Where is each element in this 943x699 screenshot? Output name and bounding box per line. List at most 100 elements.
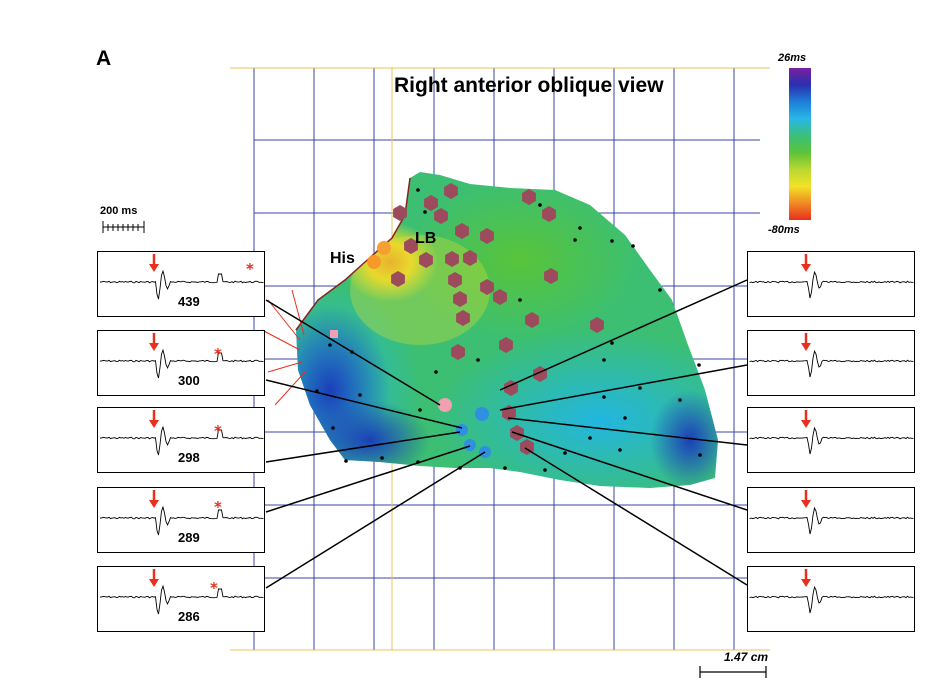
electrogram-panel-left: * 439 xyxy=(97,251,265,317)
catheter-point xyxy=(658,288,662,292)
catheter-point xyxy=(678,398,682,402)
ablation-point xyxy=(463,250,477,266)
onset-arrow-head xyxy=(801,343,811,351)
catheter-point xyxy=(331,426,335,430)
lb-label: LB xyxy=(415,230,437,247)
his-marker xyxy=(367,255,381,269)
catheter-point xyxy=(380,456,384,460)
time-scale-ruler xyxy=(102,221,145,233)
catheter-point xyxy=(476,358,480,362)
ablation-point xyxy=(393,205,407,221)
catheter-point xyxy=(503,466,507,470)
distance-scale-label: 1.47 cm xyxy=(724,650,769,664)
ablation-point xyxy=(419,252,433,268)
catheter-point xyxy=(328,343,332,347)
electrogram-trace xyxy=(749,490,914,535)
catheter-point xyxy=(623,416,627,420)
onset-arrow-head xyxy=(149,343,159,351)
map-surface xyxy=(296,172,718,488)
panel-label: A xyxy=(96,47,112,70)
electrogram-panel-right xyxy=(747,566,915,632)
onset-arrow-head xyxy=(801,500,811,508)
catheter-point xyxy=(538,203,542,207)
ablation-point xyxy=(590,317,604,333)
electrogram-trace xyxy=(99,410,264,456)
color-scale-min-label: -80ms xyxy=(768,224,800,236)
electrogram-trace xyxy=(99,569,264,615)
electrogram-waveform xyxy=(749,426,914,455)
color-scale-bar xyxy=(789,68,811,220)
ablation-point xyxy=(456,310,470,326)
ablation-point xyxy=(544,268,558,284)
electrogram-trace xyxy=(749,254,914,299)
electrogram-number: 300 xyxy=(178,373,200,388)
electrogram-waveform xyxy=(99,348,264,379)
color-scale-max-label: 26ms xyxy=(778,52,807,64)
ablation-point xyxy=(499,337,513,353)
catheter-point xyxy=(434,370,438,374)
figure-title: Right anterior oblique view xyxy=(394,74,664,97)
onset-arrow-head xyxy=(801,264,811,272)
ablation-points xyxy=(391,183,604,455)
electrogram-number: 439 xyxy=(178,294,200,309)
catheter-point xyxy=(578,226,582,230)
catheter-point xyxy=(423,210,427,214)
onset-arrow-head xyxy=(801,579,811,587)
blue-marker xyxy=(475,407,489,421)
electrogram-panel-right xyxy=(747,487,915,553)
electrogram-panel-left: * 298 xyxy=(97,407,265,473)
electrogram-waveform xyxy=(749,270,914,299)
electrogram-waveform xyxy=(749,585,914,614)
catheter-point xyxy=(416,188,420,192)
onset-arrow-head xyxy=(149,579,159,587)
catheter-point xyxy=(698,453,702,457)
electrogram-waveform xyxy=(749,349,914,378)
catheter-point xyxy=(588,436,592,440)
ablation-point xyxy=(480,279,494,295)
ablation-point xyxy=(455,223,469,239)
onset-arrow-head xyxy=(149,264,159,272)
ablation-point xyxy=(522,189,536,205)
catheter-point xyxy=(602,358,606,362)
ablation-point xyxy=(445,251,459,267)
catheter-point xyxy=(618,448,622,452)
ablation-point xyxy=(424,195,438,211)
connector-lines xyxy=(265,279,748,589)
star-marker: * xyxy=(246,260,254,278)
electrogram-panel-left: * 289 xyxy=(97,487,265,553)
ablation-point xyxy=(444,183,458,199)
electrogram-number: 298 xyxy=(178,450,200,465)
time-scale-label: 200 ms xyxy=(100,205,138,217)
catheter-point xyxy=(610,239,614,243)
electrogram-number: 286 xyxy=(178,609,200,624)
electrogram-panel-right xyxy=(747,407,915,473)
electrogram-number: 289 xyxy=(178,530,200,545)
catheter-point xyxy=(631,244,635,248)
catheter-point xyxy=(344,459,348,463)
catheter-point xyxy=(563,451,567,455)
onset-arrow-head xyxy=(149,420,159,428)
electrogram-trace xyxy=(99,254,264,300)
star-marker: * xyxy=(214,345,222,363)
ablation-point xyxy=(493,289,507,305)
his-label: His xyxy=(330,250,355,267)
electrogram-waveform xyxy=(749,506,914,535)
catheter-point xyxy=(602,395,606,399)
catheter-point xyxy=(518,298,522,302)
ablation-point xyxy=(404,238,418,254)
star-marker: * xyxy=(210,579,218,597)
electrogram-trace xyxy=(749,333,914,378)
ablation-point xyxy=(448,272,462,288)
electrogram-waveform xyxy=(99,269,264,300)
catheter-point xyxy=(418,408,422,412)
catheter-points xyxy=(315,188,702,472)
electrogram-waveform xyxy=(99,584,264,615)
electrogram-trace xyxy=(749,569,914,614)
blue-marker xyxy=(456,424,468,436)
catheter-point xyxy=(638,386,642,390)
electrogram-panel-right xyxy=(747,251,915,317)
ablation-point xyxy=(451,344,465,360)
electrogram-panel-left: * 286 xyxy=(97,566,265,632)
catheter-point xyxy=(358,393,362,397)
